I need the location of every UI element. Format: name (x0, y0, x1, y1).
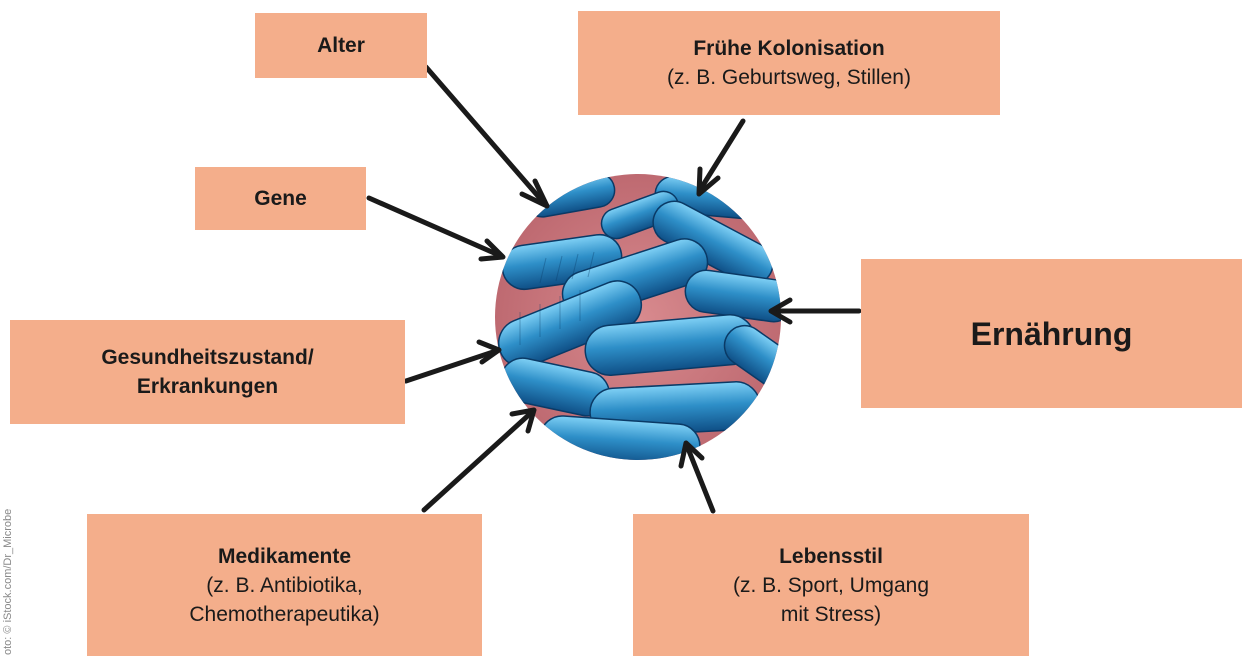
factor-title: Gene (254, 184, 307, 213)
bacteria-micrograph-icon (490, 170, 813, 470)
factor-title: Ernährung (971, 314, 1133, 354)
factor-subtitle: (z. B. Geburtsweg, Stillen) (667, 63, 911, 92)
photo-credit: oto: © iStock.com/Dr_Microbe (2, 509, 14, 655)
factor-box-lebensstil: Lebensstil (z. B. Sport, Umgang mit Stre… (633, 514, 1029, 656)
factor-title: Lebensstil (779, 542, 883, 571)
factor-title-line2: Erkrankungen (137, 372, 278, 401)
factor-subtitle-line1: (z. B. Antibiotika, (206, 571, 362, 600)
arrow-medikamente (424, 410, 534, 510)
factor-title: Alter (317, 31, 365, 60)
factor-title-line1: Gesundheitszustand/ (101, 343, 313, 372)
factor-box-gesundheitszustand: Gesundheitszustand/ Erkrankungen (10, 320, 405, 424)
arrow-gesundheitszustand (406, 342, 499, 381)
arrow-ernaehrung (771, 300, 859, 322)
factor-subtitle-line2: Chemotherapeutika) (189, 600, 379, 629)
arrow-alter (426, 67, 547, 206)
factor-subtitle-line2: mit Stress) (781, 600, 881, 629)
factor-title: Medikamente (218, 542, 351, 571)
arrow-gene (369, 198, 503, 259)
arrow-fruehe-kolonisation (699, 121, 743, 194)
factor-box-gene: Gene (195, 167, 366, 230)
arrow-lebensstil (681, 443, 713, 511)
factor-title: Frühe Kolonisation (693, 34, 884, 63)
factor-box-ernaehrung: Ernährung (861, 259, 1242, 408)
factor-subtitle-line1: (z. B. Sport, Umgang (733, 571, 929, 600)
factor-box-fruehe-kolonisation: Frühe Kolonisation (z. B. Geburtsweg, St… (578, 11, 1000, 115)
factor-box-medikamente: Medikamente (z. B. Antibiotika, Chemothe… (87, 514, 482, 656)
factor-box-alter: Alter (255, 13, 427, 78)
